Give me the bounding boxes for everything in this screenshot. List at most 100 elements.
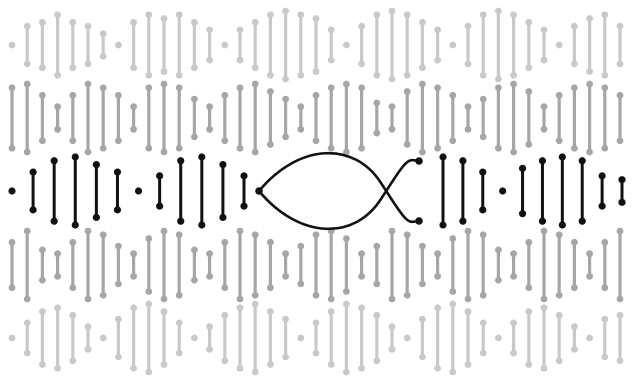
rung-end-top <box>373 312 380 319</box>
rung-end-top <box>237 228 244 235</box>
rung <box>404 335 411 342</box>
rung-end-top <box>191 19 198 26</box>
rung-end-top <box>449 92 456 99</box>
rung-end-bottom <box>29 206 36 213</box>
rung-end-top <box>556 312 563 319</box>
rung-end-top <box>601 84 608 91</box>
rung-end-bottom <box>571 346 578 353</box>
rung-end-top <box>571 239 578 246</box>
loop-node-left <box>255 187 263 195</box>
rung-end-top <box>434 250 441 257</box>
rung-end-bottom <box>617 60 624 67</box>
rung-end-bottom <box>434 273 441 280</box>
rung-end-top <box>556 92 563 99</box>
rung-end-top <box>9 84 16 91</box>
rung-end-top <box>54 304 61 311</box>
rung-end-bottom <box>161 361 168 368</box>
rung-end-top <box>115 92 122 99</box>
rung-end-bottom <box>328 296 335 303</box>
rung-end-bottom <box>176 145 183 152</box>
rung-end-bottom <box>439 221 446 228</box>
rung <box>8 187 15 194</box>
rung-end-bottom <box>586 273 593 280</box>
rung-end-bottom <box>571 60 578 67</box>
rung-end-top <box>100 30 107 37</box>
rung-dot <box>9 42 16 49</box>
rung-end-bottom <box>297 126 304 133</box>
rung-end-top <box>579 157 586 164</box>
rung-end-top <box>586 81 593 88</box>
rung-end-bottom <box>480 72 487 79</box>
rung <box>115 42 122 49</box>
rung-end-top <box>313 15 320 22</box>
rung <box>100 335 107 342</box>
rung-end-bottom <box>328 57 335 64</box>
rung-end-top <box>39 308 46 315</box>
rung-end-top <box>206 250 213 257</box>
rung-end-top <box>617 228 624 235</box>
rung-end-top <box>206 26 213 33</box>
rung-end-top <box>539 157 546 164</box>
rung-end-bottom <box>541 126 548 133</box>
rung-end-top <box>313 231 320 238</box>
rung-end-bottom <box>601 72 608 79</box>
rung-end-top <box>191 246 198 253</box>
rung-end-bottom <box>237 365 244 372</box>
rung-end-bottom <box>601 284 608 291</box>
rung-end-top <box>85 323 92 330</box>
rung-end-top <box>176 231 183 238</box>
rung-end-bottom <box>282 273 289 280</box>
rung-dot <box>404 335 411 342</box>
rung-end-bottom <box>434 57 441 64</box>
rung-end-top <box>495 8 502 15</box>
rung-end-top <box>115 243 122 250</box>
rung-end-top <box>465 23 472 30</box>
rung-end-bottom <box>449 369 456 376</box>
rung-end-bottom <box>130 365 137 372</box>
rung-end-bottom <box>54 72 61 79</box>
rung-end-top <box>72 153 79 160</box>
rung <box>449 42 456 49</box>
rung-end-bottom <box>115 280 122 287</box>
rung-end-top <box>237 26 244 33</box>
rung-end-bottom <box>525 361 532 368</box>
rung-end-top <box>69 92 76 99</box>
rung-end-top <box>358 304 365 311</box>
rung-end-bottom <box>541 57 548 64</box>
rung <box>221 42 228 49</box>
rung-dot <box>449 42 456 49</box>
rung-end-bottom <box>525 284 532 291</box>
rung-end-bottom <box>389 76 396 83</box>
rung-end-top <box>459 157 466 164</box>
rung-end-bottom <box>221 357 228 364</box>
rung-end-top <box>434 26 441 33</box>
rung-end-bottom <box>114 206 121 213</box>
rung-end-bottom <box>54 365 61 372</box>
rung-end-top <box>480 96 487 103</box>
rung-end-top <box>267 11 274 18</box>
rung-end-bottom <box>559 221 566 228</box>
rung-end-bottom <box>85 149 92 156</box>
rung-end-bottom <box>24 149 31 156</box>
rung-end-bottom <box>525 64 532 71</box>
rung-end-bottom <box>480 350 487 357</box>
rung-end-bottom <box>176 292 183 299</box>
rung-end-bottom <box>297 280 304 287</box>
rung-end-top <box>479 169 486 176</box>
rung-end-top <box>206 103 213 110</box>
rung-end-bottom <box>219 214 226 221</box>
rung-end-top <box>252 231 259 238</box>
rung-end-top <box>161 15 168 22</box>
rung-end-top <box>358 84 365 91</box>
rung-end-bottom <box>389 296 396 303</box>
rung-end-top <box>404 88 411 95</box>
rung-end-top <box>85 228 92 235</box>
rung-end-bottom <box>519 210 526 217</box>
rung-end-top <box>358 250 365 257</box>
rung <box>135 187 142 194</box>
rung-dot <box>135 187 142 194</box>
rung-end-bottom <box>191 277 198 284</box>
rung-end-bottom <box>389 346 396 353</box>
rung-end-top <box>240 172 247 179</box>
rung-end-top <box>617 312 624 319</box>
